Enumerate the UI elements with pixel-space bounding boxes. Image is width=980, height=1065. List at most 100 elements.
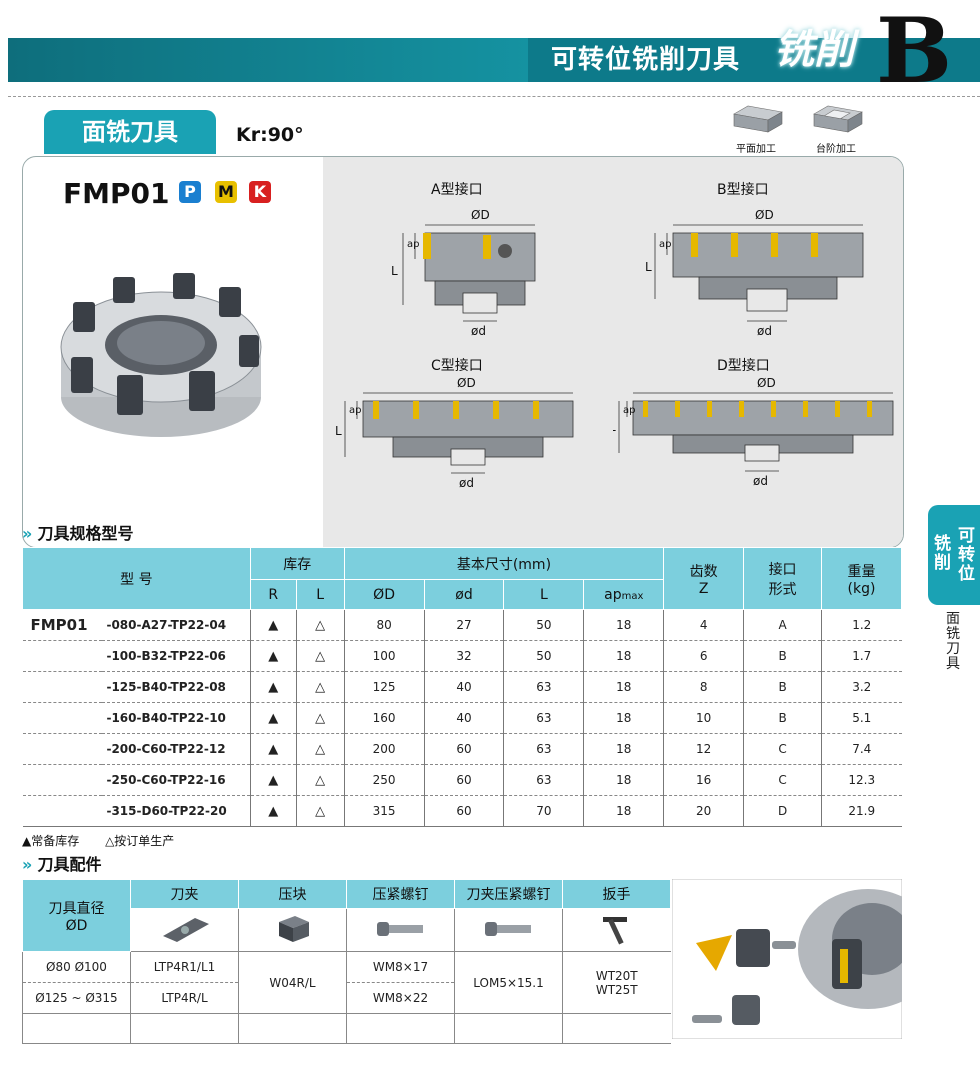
side-tab[interactable]: 铣削 可转位: [928, 505, 980, 605]
acc-empty-cell: [562, 1013, 671, 1044]
row-z: 4: [663, 609, 744, 641]
col-interface: 接口形式: [743, 547, 823, 610]
row-iface: C: [743, 764, 822, 796]
row-model: -315-D60-TP22-20: [102, 795, 251, 827]
wrench-icon: [562, 908, 671, 952]
row-d: 27: [423, 609, 504, 641]
svg-text:ap: ap: [349, 405, 361, 416]
cutter-photo: [60, 273, 262, 437]
acc-clamp-screw: LOM5×15.1: [454, 951, 563, 1014]
col-basic: 基本尺寸(mm): [343, 547, 665, 580]
acc-col-block: 压块: [238, 879, 347, 909]
process-flat-label: 平面加工: [736, 144, 776, 155]
double-arrow-icon: »: [22, 855, 33, 874]
row-ap: 18: [583, 609, 664, 641]
col-stock: 库存: [249, 547, 345, 580]
legend-stocked: ▲常备库存: [22, 834, 80, 848]
row-r: ▲: [249, 640, 297, 672]
product-panel: FMP01 P M K A型接口 B型接口 C型接口 D型接口 ØD: [22, 156, 904, 548]
svg-text:ap: ap: [623, 405, 635, 416]
svg-text:L: L: [645, 260, 652, 274]
acc-block: W04R/L: [238, 951, 347, 1014]
row-r: ▲: [249, 609, 297, 641]
row-model: -160-B40-TP22-10: [102, 702, 251, 734]
block-icon: [238, 908, 347, 952]
col-stock-r: R: [249, 579, 297, 610]
acc-empty-cell: [346, 1013, 455, 1044]
row-z: 6: [663, 640, 744, 672]
row-model: -080-A27-TP22-04: [102, 609, 251, 641]
material-badge-m: M: [215, 181, 237, 203]
process-step: 台阶加工: [808, 104, 871, 155]
col-d: ød: [423, 579, 505, 610]
row-lval: 63: [503, 702, 584, 734]
interface-a-diagram: ØD L ap ød: [391, 208, 536, 338]
row-z: 12: [663, 733, 744, 765]
legend-to-order: △按订单生产: [105, 834, 175, 848]
svg-text:ød: ød: [753, 474, 768, 488]
row-d: 125: [343, 671, 425, 703]
row-l: △: [295, 764, 345, 796]
stock-legend: ▲常备库存 △按订单生产: [22, 832, 174, 849]
svg-text:ød: ød: [471, 324, 486, 338]
row-d: 40: [423, 671, 504, 703]
side-tab-col2: 可转位: [958, 526, 975, 584]
svg-text:ød: ød: [757, 324, 772, 338]
row-ap: 18: [583, 733, 664, 765]
row-d: 60: [423, 795, 504, 827]
svg-text:L: L: [391, 264, 398, 278]
row-series-empty: [22, 640, 103, 672]
svg-text:ØD: ØD: [757, 376, 776, 390]
row-lval: 63: [503, 671, 584, 703]
chapter-letter: B: [875, 0, 953, 104]
row-r: ▲: [249, 795, 297, 827]
acc-row1-clamp: LTP4R1/L1: [130, 951, 239, 983]
col-D: ØD: [343, 579, 425, 610]
row-iface: B: [743, 671, 822, 703]
acc-row2-clamp: LTP4R/L: [130, 982, 239, 1014]
diagram-area: A型接口 B型接口 C型接口 D型接口 ØD L ap ød ØD: [323, 157, 903, 547]
row-model: -200-C60-TP22-12: [102, 733, 251, 765]
row-d: 200: [343, 733, 425, 765]
row-l: △: [295, 640, 345, 672]
row-iface: B: [743, 640, 822, 672]
row-ap: 18: [583, 702, 664, 734]
material-badge-p: P: [179, 181, 201, 203]
row-l: △: [295, 671, 345, 703]
svg-text:L: L: [613, 420, 616, 434]
acc-col-clamp: 刀夹: [130, 879, 239, 909]
row-iface: C: [743, 733, 822, 765]
row-kg: 21.9: [821, 795, 902, 827]
accessory-photo: [672, 879, 902, 1039]
acc-empty-cell: [22, 1013, 131, 1044]
row-kg: 5.1: [821, 702, 902, 734]
row-l: △: [295, 609, 345, 641]
interface-d-label: D型接口: [717, 358, 770, 374]
row-series-empty: [22, 702, 103, 734]
divider: [8, 96, 980, 97]
interface-b-label: B型接口: [717, 182, 769, 198]
row-model: -125-B40-TP22-08: [102, 671, 251, 703]
row-series: FMP01: [22, 609, 103, 641]
interface-b-diagram: ØD L ap ød: [645, 208, 864, 338]
row-d: 100: [343, 640, 425, 672]
row-lval: 50: [503, 640, 584, 672]
svg-text:L: L: [335, 424, 342, 438]
row-kg: 7.4: [821, 733, 902, 765]
row-series-empty: [22, 671, 103, 703]
acc-row2-dia: Ø125 ~ Ø315: [22, 982, 131, 1014]
header-title: 可转位铣削刀具: [550, 45, 740, 75]
side-sub-label: 面铣刀具: [946, 611, 960, 672]
row-kg: 1.7: [821, 640, 902, 672]
row-iface: B: [743, 702, 822, 734]
acc-empty-cell: [454, 1013, 563, 1044]
spec-heading: » 刀具规格型号: [22, 520, 133, 544]
row-ap: 18: [583, 671, 664, 703]
row-kg: 3.2: [821, 671, 902, 703]
acc-col-wrench: 扳手: [562, 879, 671, 909]
